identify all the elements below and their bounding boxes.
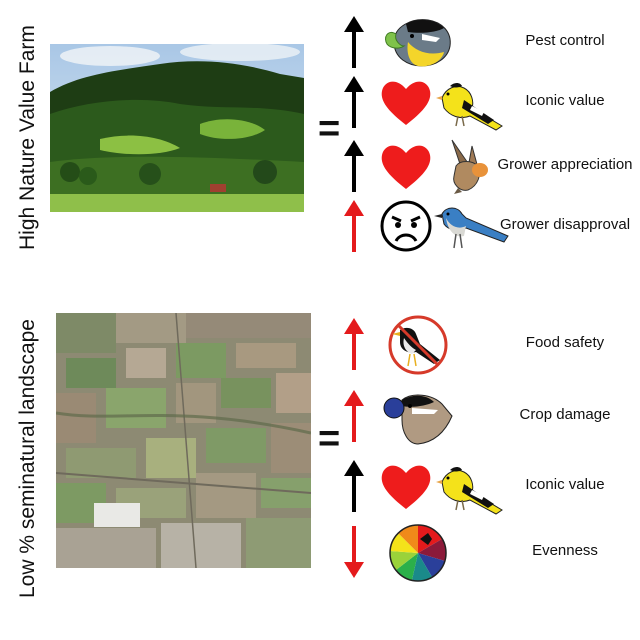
row-grower-appreciation: Grower appreciation xyxy=(0,136,640,196)
row-pest-control: Pest control xyxy=(0,12,640,72)
row-grower-disapproval: Grower disapproval xyxy=(0,196,640,256)
arrow-up-icon xyxy=(344,140,364,192)
row-label-food-safety: Food safety xyxy=(525,334,605,351)
row-label-grower-disapproval: Grower disapproval xyxy=(499,216,631,233)
swallow-icon xyxy=(451,139,488,194)
arrow-up-icon xyxy=(344,76,364,128)
row-label-iconic-value: Iconic value xyxy=(525,476,605,493)
arrow-up-icon xyxy=(344,200,364,252)
row-iconic-value-bottom: Iconic value xyxy=(0,456,640,516)
row-label-grower-appreciation: Grower appreciation xyxy=(497,156,633,173)
arrow-down-icon xyxy=(344,526,364,578)
aerial-landscape-photo xyxy=(56,313,311,568)
heart-icon xyxy=(381,81,431,125)
equals-sign-bottom: = xyxy=(318,418,341,460)
frowning-face-icon xyxy=(380,200,432,252)
farm-landscape-photo xyxy=(50,44,304,212)
row-label-crop-damage: Crop damage xyxy=(519,406,611,423)
row-food-safety: Food safety xyxy=(0,314,640,375)
evenness-pie-icon xyxy=(389,524,447,582)
heart-icon xyxy=(381,465,431,509)
arrow-up-icon xyxy=(344,16,364,68)
row-label-pest-control: Pest control xyxy=(525,32,605,49)
farm-landscape-illustration xyxy=(50,44,304,212)
bird-eating-blueberry-icon xyxy=(383,394,453,445)
row-iconic-value-top: Iconic value xyxy=(0,72,640,132)
warbler-eating-caterpillar-icon xyxy=(385,19,451,67)
aerial-map-illustration xyxy=(56,313,311,568)
prohibited-starling-icon xyxy=(388,315,448,375)
arrow-up-icon xyxy=(344,460,364,512)
row-evenness: Evenness xyxy=(0,522,640,582)
heart-icon xyxy=(381,145,431,189)
arrow-up-icon xyxy=(344,390,364,442)
row-label-iconic-value: Iconic value xyxy=(525,92,605,109)
row-label-evenness: Evenness xyxy=(532,542,598,559)
row-crop-damage: Crop damage xyxy=(0,386,640,446)
equals-sign-top: = xyxy=(318,108,341,150)
scrub-jay-icon xyxy=(434,207,509,249)
arrow-up-icon xyxy=(344,318,364,370)
